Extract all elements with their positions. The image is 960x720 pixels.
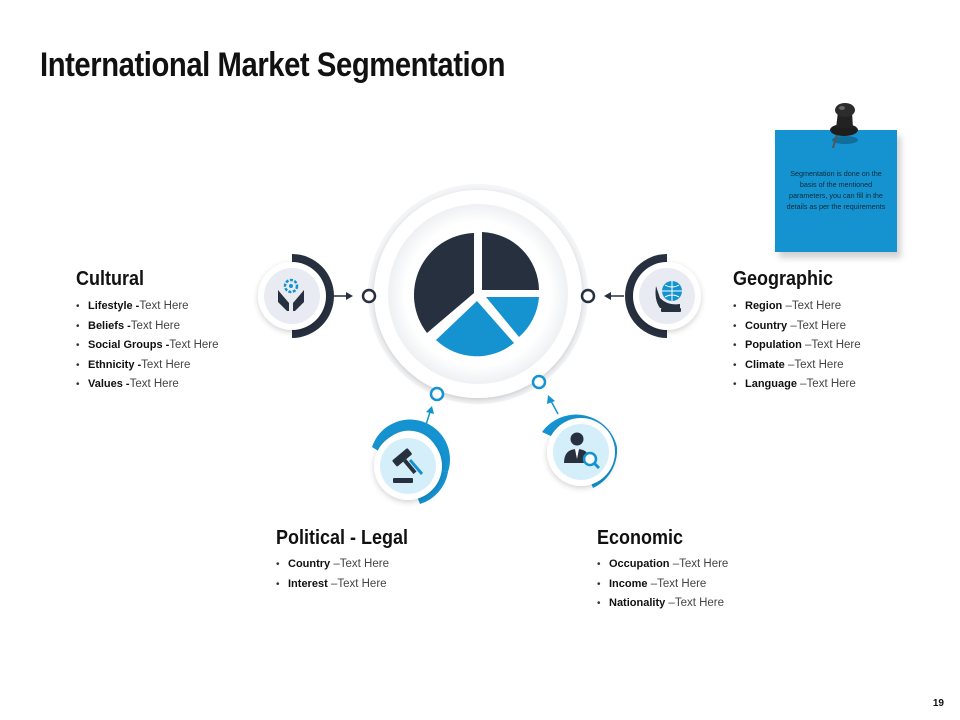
political-node (372, 419, 450, 504)
list-item: •Population –Text Here (733, 339, 861, 352)
arrow-cultural (333, 292, 353, 300)
political-title: Political - Legal (276, 527, 409, 549)
sticky-note: Segmentation is done on the basis of the… (775, 130, 897, 252)
list-item: •Ethnicity -Text Here (76, 358, 191, 371)
connector-ring-bottom-left (429, 386, 445, 402)
note-text: Segmentation is done on the basis of the… (786, 169, 886, 211)
connector-ring-right (580, 288, 596, 304)
political-list: •Country –Text Here •Interest –Text Here (276, 555, 389, 594)
list-item: •Climate –Text Here (733, 358, 844, 371)
cultural-list: •Lifestyle -Text Here •Beliefs -Text Her… (76, 297, 219, 395)
list-item: •Language –Text Here (733, 378, 856, 391)
push-pin-icon (830, 103, 858, 149)
economic-node (542, 414, 618, 488)
list-item: •Interest –Text Here (276, 577, 387, 590)
list-item: •Values -Text Here (76, 378, 179, 391)
list-item: •Beliefs -Text Here (76, 319, 181, 332)
geographic-title: Geographic (733, 268, 834, 290)
list-item: •Occupation –Text Here (597, 558, 729, 570)
pie-slice-blue-bottom (436, 301, 514, 357)
hand-globe-icon (655, 281, 682, 312)
connector-ring-bottom-right (531, 374, 547, 390)
economic-list: •Occupation –Text Here •Income –Text Her… (597, 555, 728, 614)
economic-title: Economic (597, 527, 684, 549)
pie-slice-dark-left (413, 233, 474, 333)
list-item: •Country –Text Here (276, 558, 389, 570)
list-item: •Social Groups -Text Here (76, 339, 219, 352)
connector-ring-left (361, 288, 377, 304)
center-hub (368, 184, 588, 404)
arrow-geographic (604, 292, 624, 300)
list-item: •Region –Text Here (733, 300, 842, 312)
hands-gear-icon (278, 278, 304, 311)
gavel-icon (392, 448, 424, 483)
geographic-node (625, 254, 701, 338)
pie-slice-blue-right (486, 297, 539, 337)
businessman-search-icon (564, 432, 601, 470)
list-item: •Country –Text Here (733, 319, 846, 332)
page-title: International Market Segmentation (40, 46, 506, 84)
pie-chart-icon (413, 232, 539, 357)
page-number: 19 (932, 698, 944, 709)
list-item: •Nationality –Text Here (597, 597, 725, 610)
pie-slice-dark-right (482, 232, 539, 290)
cultural-title: Cultural (76, 268, 145, 290)
list-item: •Lifestyle -Text Here (76, 300, 189, 312)
list-item: •Income –Text Here (597, 577, 707, 590)
cultural-node (258, 254, 334, 338)
arrow-economic (547, 395, 559, 415)
geographic-list: •Region –Text Here •Country –Text Here •… (733, 297, 861, 395)
